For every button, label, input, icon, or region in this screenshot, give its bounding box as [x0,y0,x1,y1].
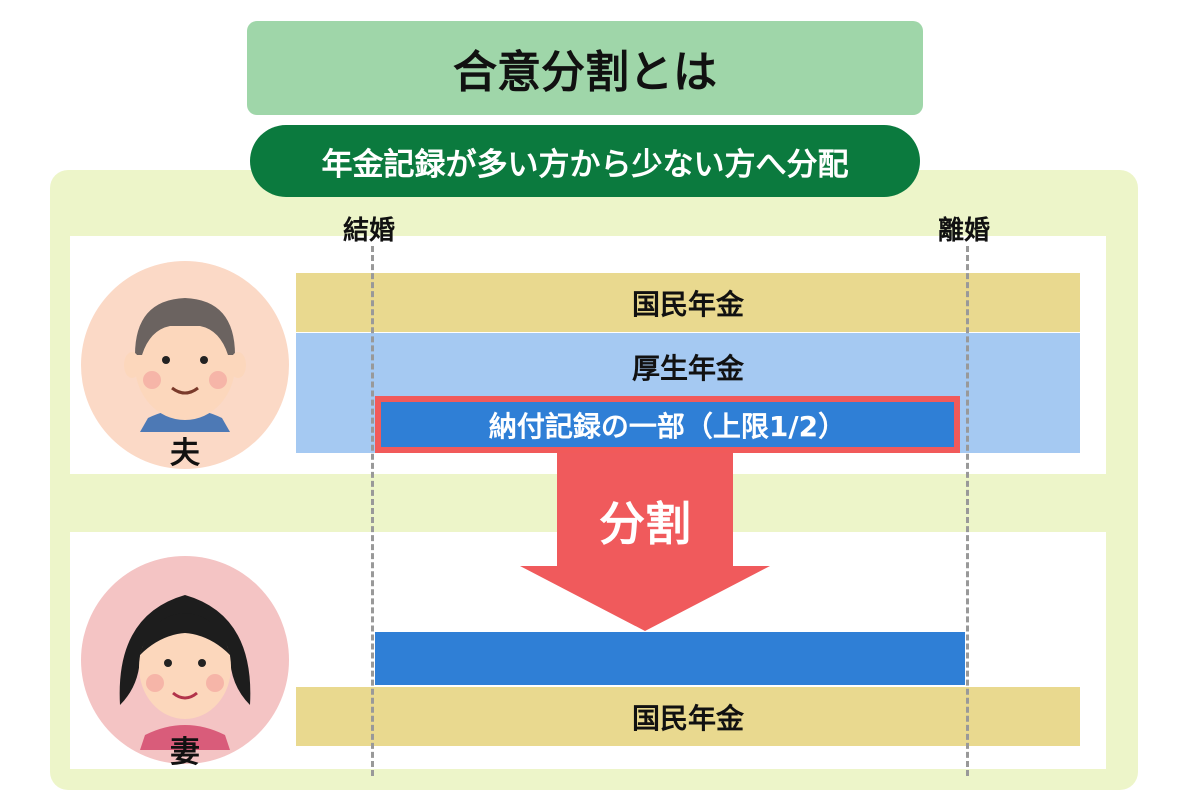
wife-label: 妻 [170,735,200,770]
marriage-label: 結婚 [343,216,396,246]
split-label: 分割 [599,497,691,551]
noufu-record-bar: 納付記録の一部（上限1/2） [375,396,960,453]
subtitle-banner: 年金記録が多い方から少ない方へ分配 [250,125,920,197]
wife-received-bar [375,632,965,685]
wife-avatar [81,556,289,764]
husband-avatar [81,261,289,469]
wife-kokumin-bar: 国民年金 [296,687,1080,746]
marriage-line [371,246,374,776]
page-title: 合意分割とは [247,21,923,115]
husband-label: 夫 [170,436,200,471]
husband-kosei-label: 厚生年金 [631,352,744,385]
husband-kokumin-bar: 国民年金 [296,273,1080,332]
divorce-line [966,246,969,776]
divorce-label: 離婚 [938,216,991,246]
split-arrow-icon [520,453,770,631]
